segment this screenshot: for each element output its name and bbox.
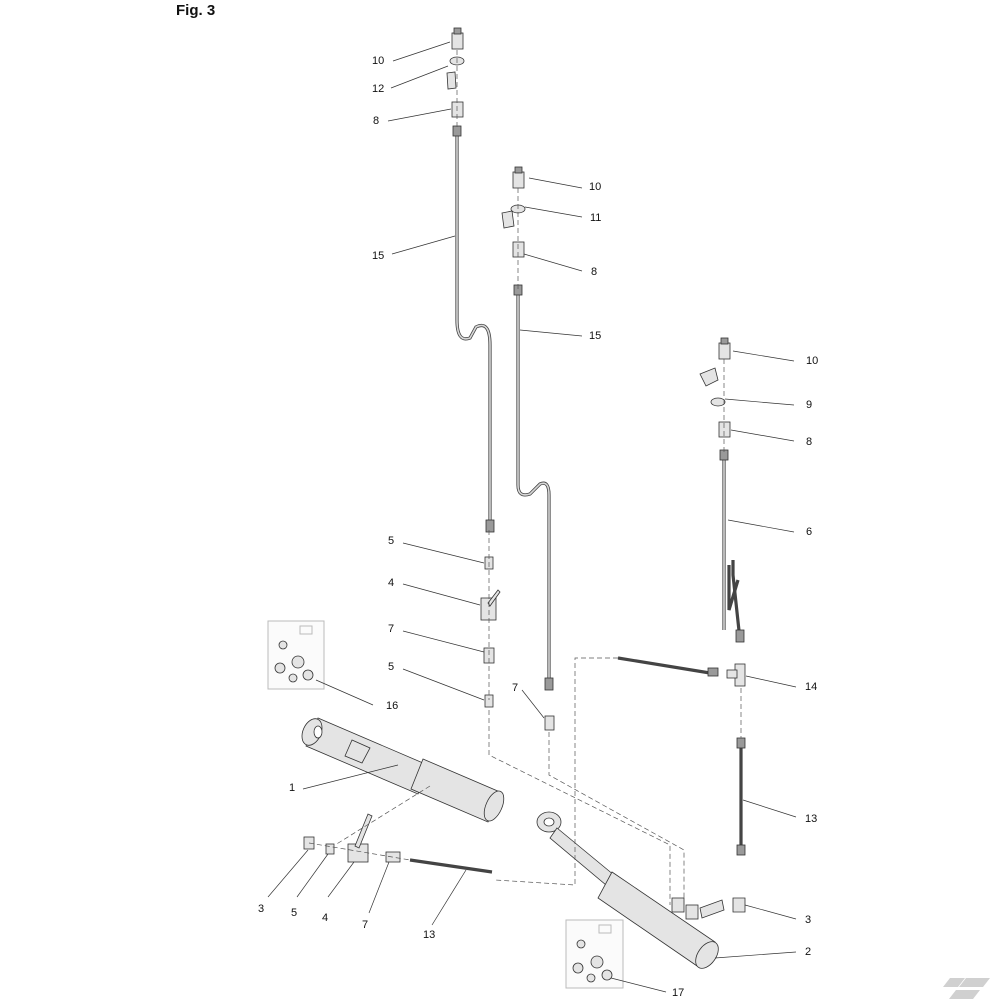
dust-cap-12 xyxy=(446,56,465,90)
callout-10: 10 xyxy=(589,181,602,193)
callout-1: 1 xyxy=(289,782,296,794)
connection-line xyxy=(494,657,618,886)
callout-5: 5 xyxy=(291,907,298,919)
callout-10: 10 xyxy=(372,55,385,67)
callout-11: 11 xyxy=(590,212,602,224)
callout-4: 4 xyxy=(388,577,395,589)
callout-10: 10 xyxy=(806,355,819,367)
hose-13-vertical xyxy=(736,737,746,856)
adapter-8-right xyxy=(718,421,731,438)
callout-4: 4 xyxy=(322,912,329,924)
callout-12: 12 xyxy=(372,83,385,95)
dust-cap-11 xyxy=(501,204,526,229)
callout-16: 16 xyxy=(386,700,399,712)
callout-3: 3 xyxy=(258,903,265,915)
hose-6 xyxy=(719,449,745,643)
callout-17: 17 xyxy=(672,987,685,999)
nipple-5-lower xyxy=(484,694,494,708)
callout-15: 15 xyxy=(372,250,385,262)
connection-line xyxy=(548,732,685,905)
hose-15-middle xyxy=(513,284,554,691)
connection-line xyxy=(308,842,411,861)
callout-5: 5 xyxy=(388,535,395,547)
fitting-7-lower xyxy=(385,851,401,863)
connection-line xyxy=(334,785,431,846)
callout-6: 6 xyxy=(806,526,813,538)
callout-9: 9 xyxy=(806,399,813,411)
callout-3: 3 xyxy=(805,914,812,926)
callout-8: 8 xyxy=(591,266,598,278)
brand-logo xyxy=(943,978,990,999)
callout-13: 13 xyxy=(423,929,436,941)
valve-4-upper xyxy=(480,589,501,621)
coupling-10-middle xyxy=(512,166,525,189)
tee-fitting-14 xyxy=(726,663,746,687)
adapter-8-middle xyxy=(512,241,525,258)
hose-13-upper-horizontal xyxy=(617,656,719,677)
valve-4-lower xyxy=(347,813,373,863)
seal-kit-bag-17 xyxy=(565,919,624,989)
coupling-10-left xyxy=(451,27,464,50)
callout-14: 14 xyxy=(805,681,818,693)
callout-8: 8 xyxy=(373,115,380,127)
figure-title: Fig. 3 xyxy=(176,2,216,19)
coupling-10-right xyxy=(718,337,731,360)
fitting-7-middle xyxy=(544,715,555,731)
callout-8: 8 xyxy=(806,436,813,448)
dust-cap-9 xyxy=(699,367,726,407)
elbow-3-right xyxy=(732,897,746,913)
callout-5: 5 xyxy=(388,661,395,673)
callout-2: 2 xyxy=(805,946,812,958)
callout-15: 15 xyxy=(589,330,602,342)
hydraulic-cylinder-1 xyxy=(301,717,505,823)
callout-13: 13 xyxy=(805,813,818,825)
connection-line xyxy=(488,710,671,905)
hose-13-lower xyxy=(409,858,493,874)
hose-15-left xyxy=(452,125,495,533)
callout-7: 7 xyxy=(388,623,395,635)
seal-kit-bag-16 xyxy=(267,620,325,690)
leader-lines xyxy=(267,41,797,993)
hydraulic-cylinder-2 xyxy=(536,811,725,969)
callout-7: 7 xyxy=(512,682,519,694)
adapter-8-left xyxy=(451,101,464,118)
nipple-5-bottom xyxy=(325,843,335,855)
callout-7: 7 xyxy=(362,919,369,931)
